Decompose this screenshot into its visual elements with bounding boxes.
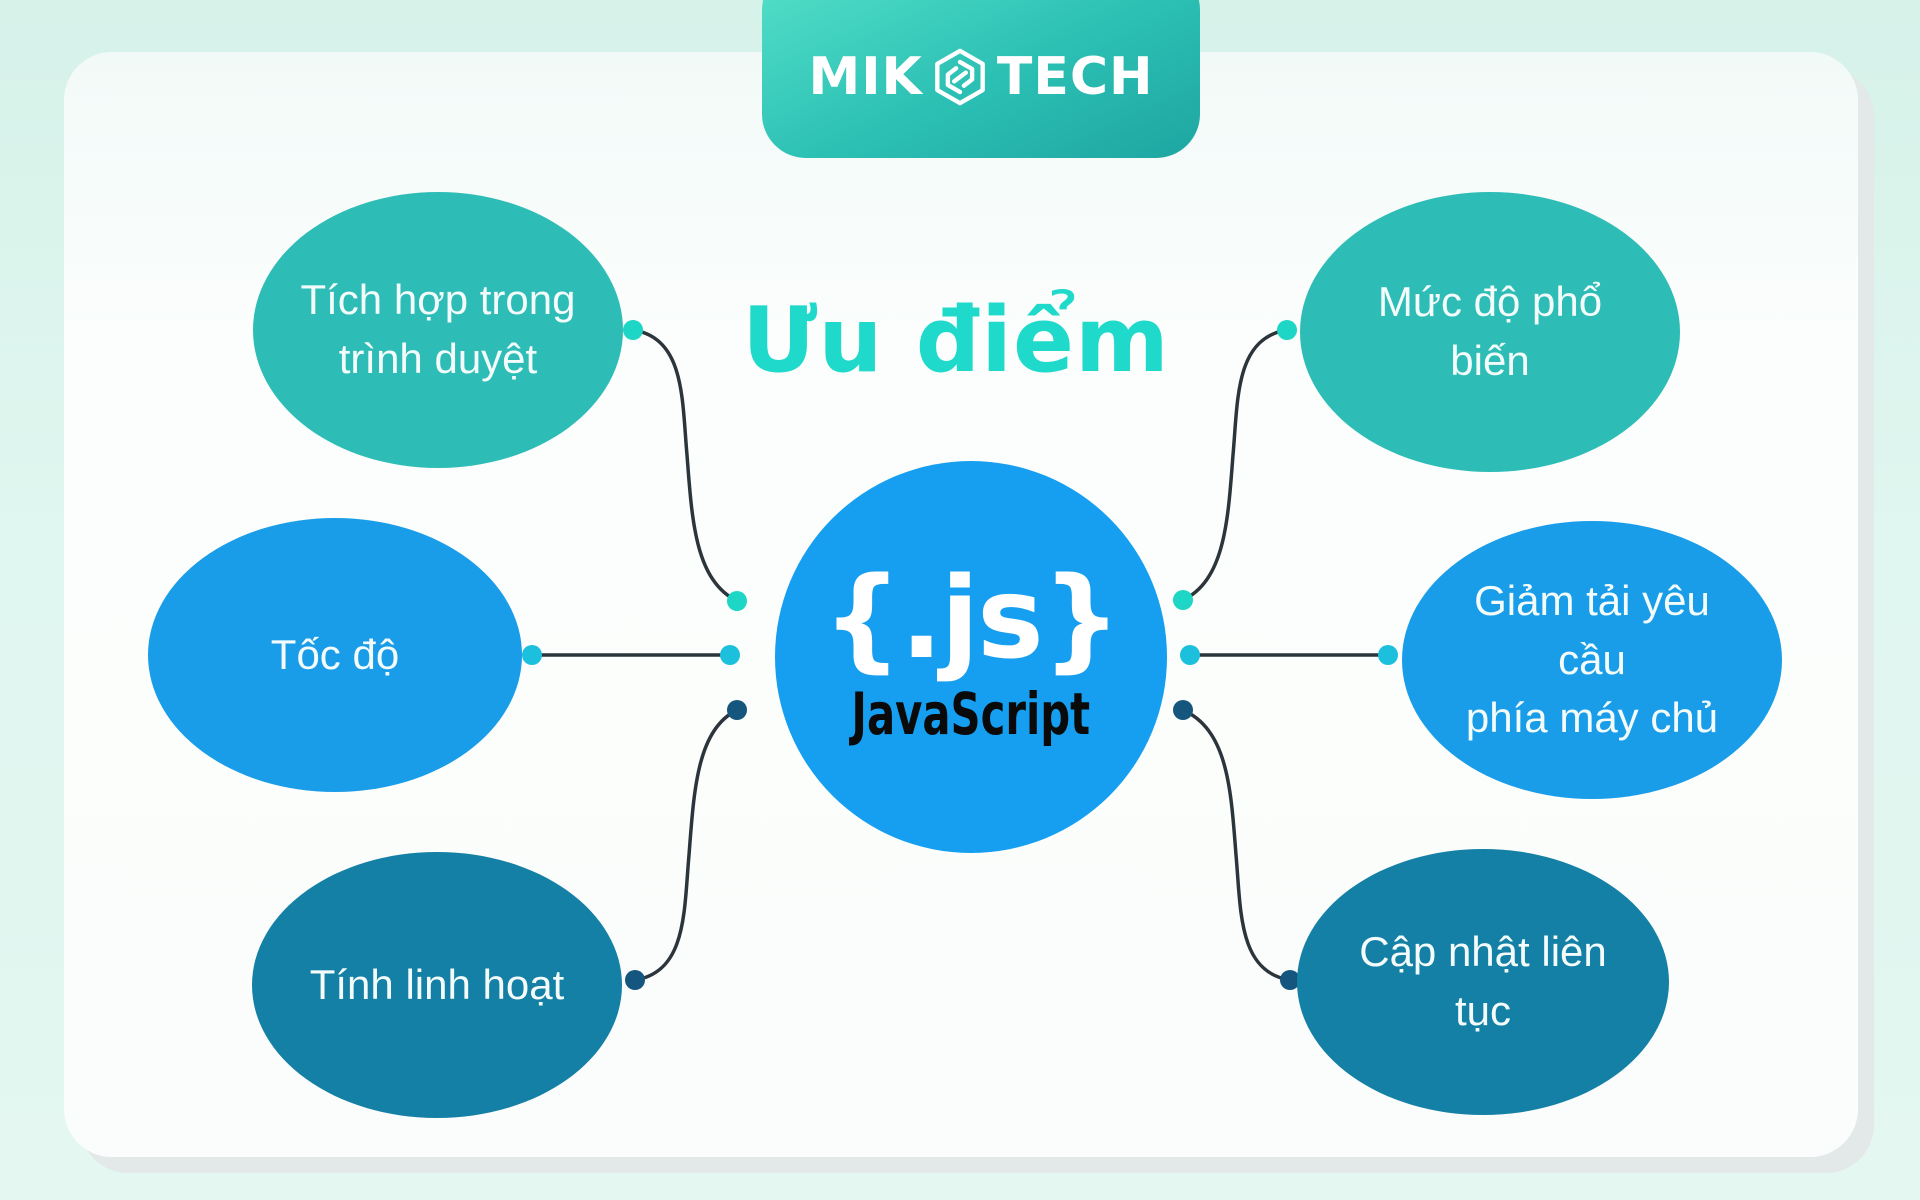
brand-logo: MIK TECH: [808, 46, 1153, 108]
hexagon-logo-icon: [934, 48, 985, 106]
logo-text-right: TECH: [996, 47, 1154, 107]
page-title: Ưu điểm: [742, 288, 1170, 393]
node-server-load-reduction: Giảm tải yêu cầu phía máy chủ: [1402, 521, 1782, 799]
node-flexibility: Tính linh hoạt: [252, 852, 622, 1118]
logo-text-left: MIK: [808, 47, 923, 107]
node-label: Tốc độ: [270, 630, 400, 678]
node-continuous-updates: Cập nhật liên tục: [1297, 849, 1669, 1115]
node-label: Giảm tải yêu cầu phía máy chủ: [1465, 576, 1719, 742]
node-browser-integration: Tích hợp trong trình duyệt: [253, 192, 623, 468]
node-label: Tính linh hoạt: [309, 960, 565, 1008]
js-label: JavaScript: [851, 680, 1091, 748]
js-symbol: {.js}: [822, 554, 1121, 684]
node-label: Cập nhật liên tục: [1359, 928, 1607, 1034]
node-label: Mức độ phổ biến: [1377, 278, 1603, 384]
central-node-javascript: {.js} JavaScript: [775, 461, 1167, 853]
node-speed: Tốc độ: [148, 518, 522, 792]
brand-logo-badge: MIK TECH: [762, 0, 1200, 158]
node-label: Tích hợp trong trình duyệt: [300, 276, 576, 382]
node-popularity: Mức độ phổ biến: [1300, 192, 1680, 472]
